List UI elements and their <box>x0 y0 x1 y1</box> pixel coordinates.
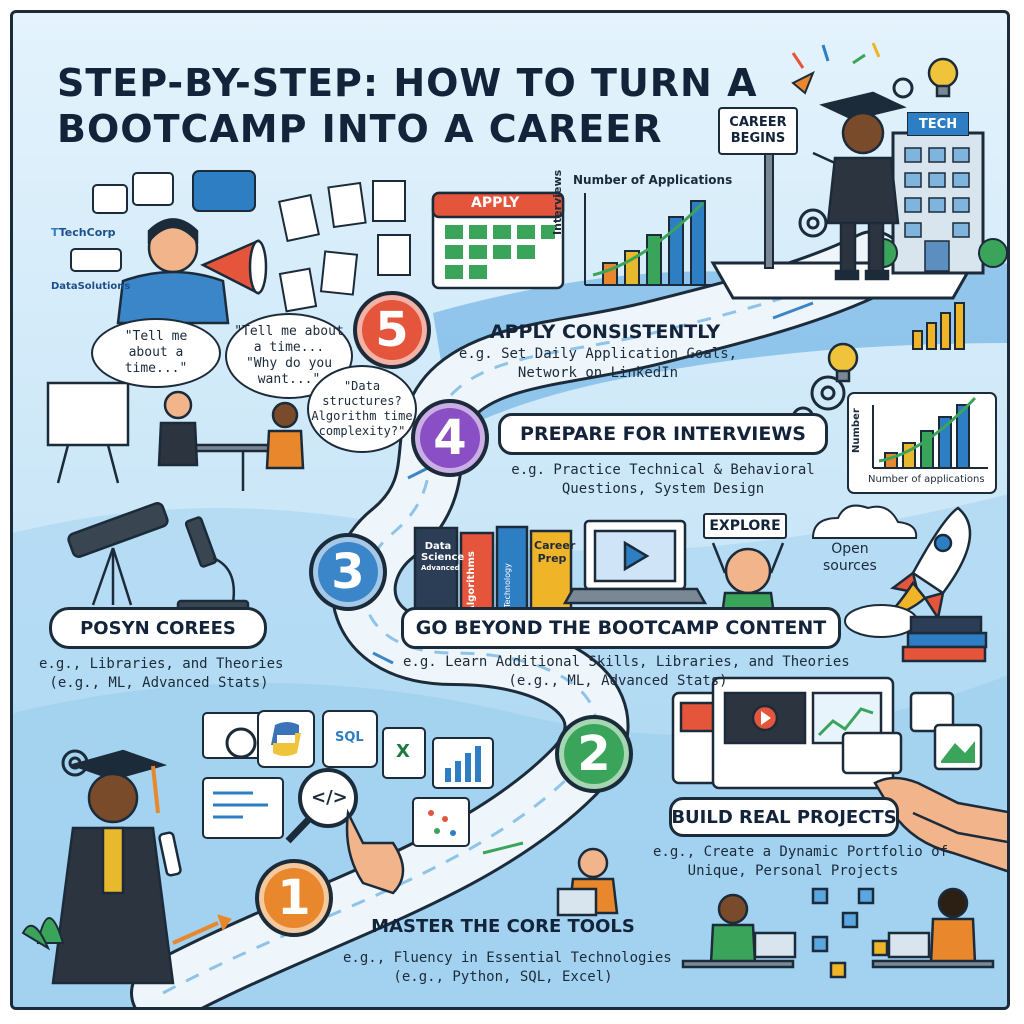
video-laptop <box>562 519 708 605</box>
step-1-badge: 1 <box>255 859 333 937</box>
book3-line2: Prep <box>537 552 567 565</box>
step-2-badge: 2 <box>555 715 633 793</box>
confetti <box>791 42 881 95</box>
step-4-desc: e.g. Practice Technical & Behavioral Que… <box>503 461 823 499</box>
step-2-title: BUILD REAL PROJECTS <box>669 797 899 837</box>
code-icon-label: </> <box>311 787 348 808</box>
career-begins-sign: CAREER BEGINS <box>718 107 798 155</box>
speech-bubble-2-line3: "Why do you want..." <box>245 356 333 387</box>
top-chart-title: Number of Applications <box>573 173 733 187</box>
interview-scene <box>46 381 305 491</box>
right-growth-chart <box>847 392 997 494</box>
graduate-man <box>51 749 182 985</box>
step-3-desc-line2: (e.g., ML, Advanced Stats) <box>508 673 728 689</box>
techcorp-label: TTechCorp <box>51 226 116 239</box>
speech-bubble-3: "Data structures? Algorithm time complex… <box>307 365 417 453</box>
step-3-badge: 3 <box>309 533 387 611</box>
step-5-desc-line2: Network on LinkedIn <box>517 365 679 381</box>
megaphone-man <box>116 218 268 325</box>
speech-bubble-1: "Tell me about a time..." <box>91 318 221 388</box>
book3-line1: Career <box>534 539 576 552</box>
step-4-title: PREPARE FOR INTERVIEWS <box>498 413 828 455</box>
flying-resumes <box>278 180 411 313</box>
book1-line1: Data <box>424 541 452 552</box>
tech-sign: TECH <box>908 113 968 135</box>
code-windows <box>202 710 494 847</box>
rocket <box>844 506 972 638</box>
step-1-desc: e.g., Fluency in Essential Technologies … <box>343 949 672 987</box>
pointing-hand <box>345 808 405 895</box>
step-1-title: MASTER THE CORE TOOLS <box>371 915 635 937</box>
top-growth-chart <box>584 193 713 286</box>
side-panel-desc: e.g., Libraries, and Theories (e.g., ML,… <box>39 655 284 693</box>
calendar-label: APPLY <box>471 195 520 211</box>
book-spine-label: Technology <box>503 563 512 608</box>
speech-bubble-2: "Tell me about a time... "Why do you wan… <box>225 313 353 399</box>
step-5-desc-line1: e.g. Set Daily Application Goals, <box>458 346 738 362</box>
speech-bubble-1-text: "Tell me about a time..." <box>124 329 188 376</box>
speech-bubble-2-line2: a time... <box>253 340 325 355</box>
step-1-desc-line1: e.g., Fluency in Essential Technologies <box>343 950 672 966</box>
book1-label: Data Science Advanced <box>421 541 465 574</box>
step-1-desc-line2: (e.g., Python, SQL, Excel) <box>393 969 613 985</box>
open-sources-label: Open sources <box>823 541 877 575</box>
laptop-person <box>556 847 619 917</box>
step-3-title: GO BEYOND THE BOOTCAMP CONTENT <box>401 607 841 649</box>
datasolutions-label: DataSolutions <box>51 281 131 292</box>
step-3-desc: e.g. Learn Additional Skills, Libraries,… <box>403 653 850 691</box>
step-3-desc-line1: e.g. Learn Additional Skills, Libraries,… <box>403 654 850 670</box>
step-5-badge: 5 <box>353 291 431 369</box>
right-chart-ylabel: Number <box>851 408 862 453</box>
side-panel-title: POSYN COREES <box>49 607 267 649</box>
speech-bubble-3-line1: "Data <box>343 379 381 393</box>
step-2-desc: e.g., Create a Dynamic Portfolio of Uniq… <box>653 843 949 881</box>
explore-sign: EXPLORE <box>703 513 787 539</box>
right-hand <box>873 776 1007 873</box>
right-book-stack <box>901 615 988 663</box>
team-desk-scene <box>681 887 995 979</box>
open-sources-line2: sources <box>823 558 877 574</box>
step-2-desc-line1: e.g., Create a Dynamic Portfolio of <box>653 844 949 860</box>
telescope <box>67 502 169 606</box>
step-2-desc-line2: Unique, Personal Projects <box>687 863 899 879</box>
title-line-1: STEP-BY-STEP: HOW TO TURN A <box>57 61 758 105</box>
book3-label: Career Prep <box>534 539 576 565</box>
clouds <box>811 504 918 539</box>
books-stack <box>413 525 573 620</box>
speech-bubble-2-line1: "Tell me about <box>234 324 344 339</box>
step-4-desc-line2: Questions, System Design <box>561 481 765 497</box>
book1-line3: Advanced <box>421 564 460 572</box>
speech-bubble-3-line2: structures? <box>322 394 402 408</box>
side-panel-desc-line2: (e.g., ML, Advanced Stats) <box>49 675 269 691</box>
graduate-woman <box>812 91 907 281</box>
sql-icon-label: SQL <box>335 730 364 745</box>
techcorp-icon: T <box>51 226 59 239</box>
open-sources-line1: Open <box>831 541 869 557</box>
step-4-badge: 4 <box>411 399 489 477</box>
project-screens <box>671 676 983 790</box>
step-5-title: APPLY CONSISTENTLY <box>489 321 721 343</box>
chat-icons <box>70 170 256 272</box>
right-chart-xlabel: Number of applications <box>868 474 985 485</box>
speech-bubble-3-line4: complexity?" <box>318 424 406 438</box>
infographic-frame: STEP-BY-STEP: HOW TO TURN A BOOTCAMP INT… <box>10 10 1010 1010</box>
excel-icon-label: X <box>396 741 410 762</box>
book1-line2: Science <box>421 552 465 563</box>
techcorp-text: TechCorp <box>58 226 116 239</box>
lightbulb-decorations <box>827 57 959 383</box>
side-panel-desc-line1: e.g., Libraries, and Theories <box>39 656 284 672</box>
step-4-desc-line1: e.g. Practice Technical & Behavioral <box>511 462 815 478</box>
apply-calendar <box>431 191 565 290</box>
book2-label: Algorithms <box>466 551 477 613</box>
step-5-desc: e.g. Set Daily Application Goals, Networ… <box>443 345 753 383</box>
title-line-2: BOOTCAMP INTO A CAREER <box>57 107 663 151</box>
top-chart-ylabel: Interviews <box>551 169 564 235</box>
small-bar-chart <box>912 302 965 350</box>
speech-bubble-3-line3: Algorithm time <box>311 409 413 423</box>
plant <box>21 917 65 951</box>
